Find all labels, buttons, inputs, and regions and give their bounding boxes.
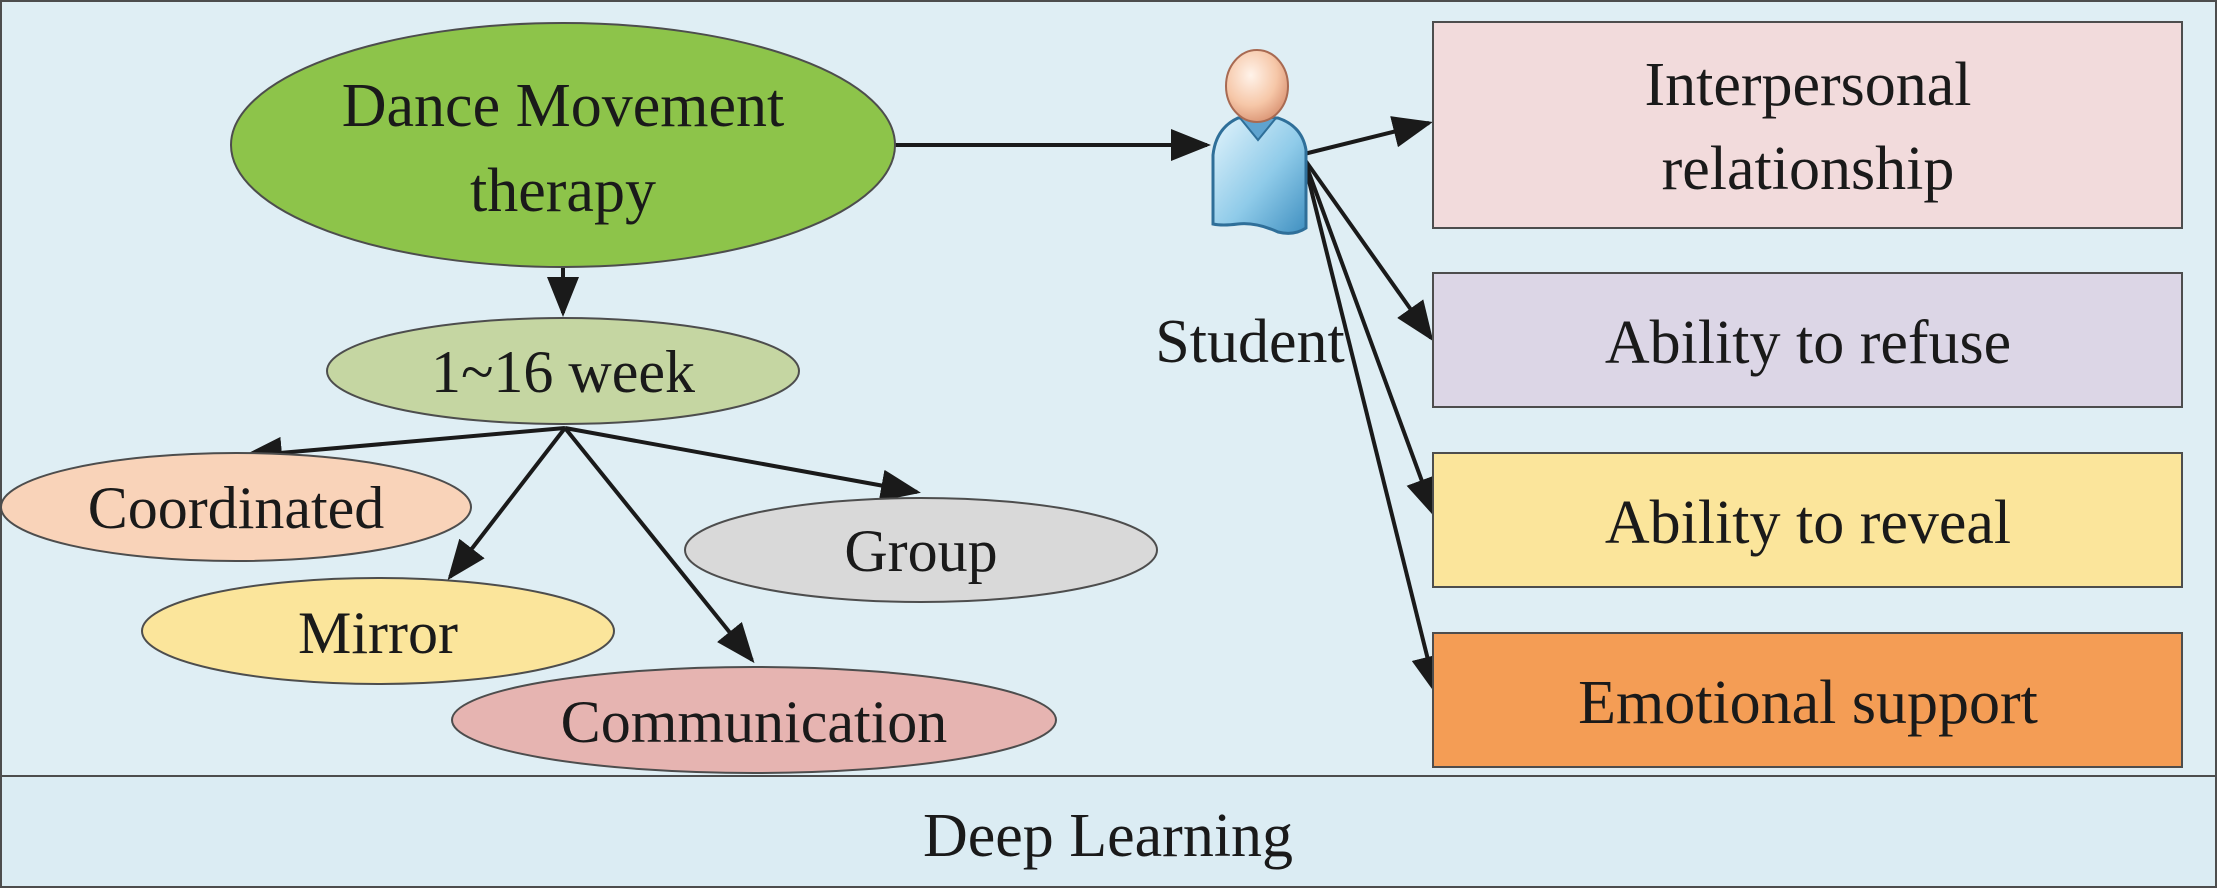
arrow-student-to-reveal [1303, 161, 1437, 518]
coordinated-node: Coordinated [0, 452, 472, 562]
refuse-label: Ability to refuse [1605, 309, 2011, 377]
emotional-box: Emotional support [1432, 632, 2183, 768]
emotional-label: Emotional support [1578, 669, 2038, 737]
therapy-node: Dance Movement therapy [230, 22, 896, 268]
communication-label: Communication [561, 689, 948, 755]
arrow-student-to-refuse [1303, 158, 1434, 342]
coordinated-label: Coordinated [88, 475, 385, 541]
group-node: Group [684, 497, 1158, 603]
mirror-node: Mirror [141, 577, 615, 685]
arrow-student-to-interpersonal [1299, 116, 1433, 157]
week-label: 1~16 week [431, 339, 695, 405]
interpersonal-label-line2: relationship [1662, 135, 1955, 203]
arrow-week-to-coordinated [242, 426, 566, 469]
footer-band [0, 775, 2217, 888]
interpersonal-label-line1: Interpersonal [1644, 51, 1971, 119]
arrow-week-to-mirror [447, 426, 567, 581]
interpersonal-box: Interpersonal relationship [1432, 21, 2183, 229]
mirror-label: Mirror [298, 600, 458, 666]
arrow-week-to-communication [563, 426, 755, 664]
arrow-student-to-emotional [1303, 164, 1443, 696]
footer-label: Deep Learning [923, 802, 1293, 870]
student-label: Student [1155, 308, 1344, 376]
reveal-box: Ability to reveal [1432, 452, 2183, 588]
connectors [242, 116, 1443, 696]
therapy-label-line2: therapy [470, 157, 656, 225]
reveal-label: Ability to reveal [1605, 489, 2011, 557]
communication-node: Communication [451, 666, 1057, 774]
group-label: Group [844, 518, 997, 584]
week-node: 1~16 week [326, 317, 800, 425]
therapy-label-line1: Dance Movement [342, 72, 784, 140]
person-icon [1211, 49, 1308, 235]
arrow-week-to-group [564, 426, 921, 502]
refuse-box: Ability to refuse [1432, 272, 2183, 408]
